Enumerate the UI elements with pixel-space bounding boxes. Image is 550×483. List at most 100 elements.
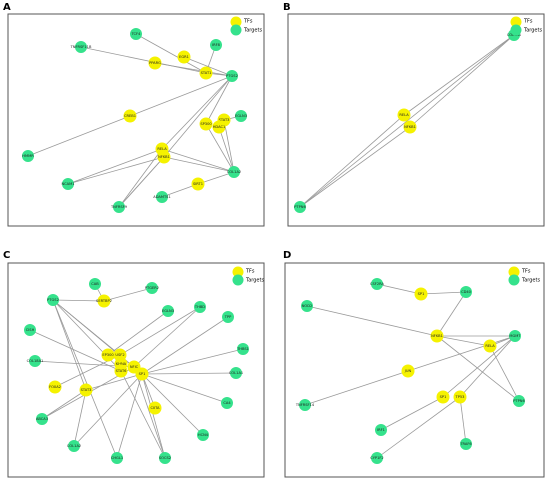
- node-stat3: [79, 383, 93, 397]
- node-ptpn6: [513, 395, 525, 407]
- node-label: SP300: [200, 122, 212, 126]
- legend-target-swatch: [508, 274, 520, 286]
- edge-RELA-PTPN6: [489, 345, 520, 402]
- node-sp1: [135, 367, 149, 381]
- edge-RELA-NCAM1: [67, 148, 163, 185]
- edge-layer: [304, 283, 520, 459]
- node-label: TNFRSF14: [295, 403, 315, 407]
- node-rela: [483, 339, 497, 353]
- edge-RELA-COL1A2: [161, 148, 235, 173]
- node-nfkb1: [157, 150, 171, 164]
- legend-target-label: Targets: [521, 278, 540, 284]
- legend-tf-label: TFs: [245, 269, 255, 275]
- node-adamts1: [156, 191, 168, 203]
- edge-JUN-MGMT: [407, 335, 516, 372]
- node-label: NFKB1: [158, 155, 170, 159]
- node-tcf4: [130, 28, 142, 40]
- edge-SP1b-IRF1: [380, 396, 444, 431]
- node-label: TP53: [455, 395, 465, 399]
- node-csf2ra: [371, 278, 383, 290]
- node-col18a1: [29, 355, 41, 367]
- node-tpp: [222, 311, 234, 323]
- edge-layer: [27, 33, 242, 208]
- edge-NFKB1-COL1A2: [163, 156, 235, 173]
- edge-RELA-TNFRSF9: [118, 148, 163, 208]
- edge-COL1A2-SP1: [73, 373, 143, 447]
- node-label: CISH: [26, 328, 35, 332]
- edge-SP300-COL1A2: [205, 123, 235, 173]
- node-label: COL1A1: [229, 371, 243, 375]
- edge-SP1-CA4: [141, 373, 228, 404]
- edge-CREB1-PTGS2: [129, 75, 233, 117]
- node-label: RELA: [485, 344, 495, 348]
- edge-RELA-PTPN6: [299, 114, 405, 208]
- edge-NFIC-THBD: [133, 306, 201, 368]
- edge-TP53-TRAF6: [459, 396, 467, 445]
- node-hdac1: [212, 120, 226, 134]
- node-label: NFIC: [130, 365, 139, 369]
- node-label: FOXA2: [49, 385, 61, 389]
- legend-target-swatch: [510, 24, 522, 36]
- edge-NFKB1-TNFRSF9: [118, 156, 165, 208]
- node-ptgs2: [226, 70, 238, 82]
- node-stat1: [199, 66, 213, 80]
- edge-HDAC1-COL1A2: [218, 126, 235, 173]
- node-label: KHNA: [116, 362, 127, 366]
- edge-SERTBP2-PTGER2: [103, 287, 153, 302]
- node-nfkb1: [430, 329, 444, 343]
- node-col1a1: [230, 367, 242, 379]
- node-tnfrsf11b: [75, 41, 87, 53]
- node-ca4: [221, 397, 233, 409]
- node-label: IRF1: [377, 428, 385, 432]
- node-label: PTPN6: [513, 399, 525, 403]
- node-label: RELA: [157, 147, 167, 151]
- node-label: NOD2: [302, 304, 313, 308]
- node-label: EP300: [102, 353, 114, 357]
- node-cyp1f2: [371, 452, 383, 464]
- edge-SP1-HCN4: [141, 373, 204, 436]
- node-label: HMMR: [22, 154, 34, 158]
- edge-PTGS2-STAT3: [52, 299, 87, 391]
- edge-SP1-CD40: [420, 291, 467, 295]
- legend-tf-label: TFs: [243, 19, 253, 25]
- node-label: STAT3: [219, 118, 230, 122]
- edge-TNFRSF11B-STAT1: [80, 46, 207, 74]
- node-label: MGMT: [509, 334, 521, 338]
- node-label: SERTBP2: [96, 299, 112, 303]
- node-egln3: [162, 305, 174, 317]
- edge-SOCS2-STAT6: [120, 370, 166, 459]
- node-label: EGLN3: [235, 114, 247, 118]
- edge-EGLN3-EP300: [107, 310, 169, 356]
- edge-CD40-NFKB1: [436, 291, 467, 337]
- legend-tf-swatch: [232, 266, 244, 278]
- node-nod2: [301, 300, 313, 312]
- node-cab: [89, 278, 101, 290]
- edge-NFKB1-PTPN6: [299, 126, 411, 208]
- node-label: SP1: [440, 395, 447, 399]
- legend-target-label: Targets: [245, 278, 264, 284]
- edge-PPARG-PTGS2: [154, 62, 233, 77]
- node-label: COL18A1: [27, 359, 44, 363]
- edge-CHGL1-SP1: [116, 373, 143, 459]
- node-label: NCAM1: [61, 182, 74, 186]
- node-ncam1: [62, 178, 74, 190]
- node-creb1: [123, 109, 137, 123]
- node-ptpn6: [294, 201, 306, 213]
- edge-NOD2-NFKB1: [306, 305, 438, 337]
- node-label: CREB1: [124, 114, 136, 118]
- node-irf1: [375, 424, 387, 436]
- node-thbd: [194, 301, 206, 313]
- node-label: ADAMTS1: [153, 195, 170, 199]
- edge-TP53-MGMT: [459, 335, 516, 398]
- edge-THBD-USF2: [119, 306, 201, 356]
- node-sp1: [414, 287, 428, 301]
- node-col1a2: [68, 440, 80, 452]
- node-label: SIRT1: [193, 182, 203, 186]
- node-chgl1: [111, 452, 123, 464]
- legend-target-label: Targets: [523, 28, 542, 34]
